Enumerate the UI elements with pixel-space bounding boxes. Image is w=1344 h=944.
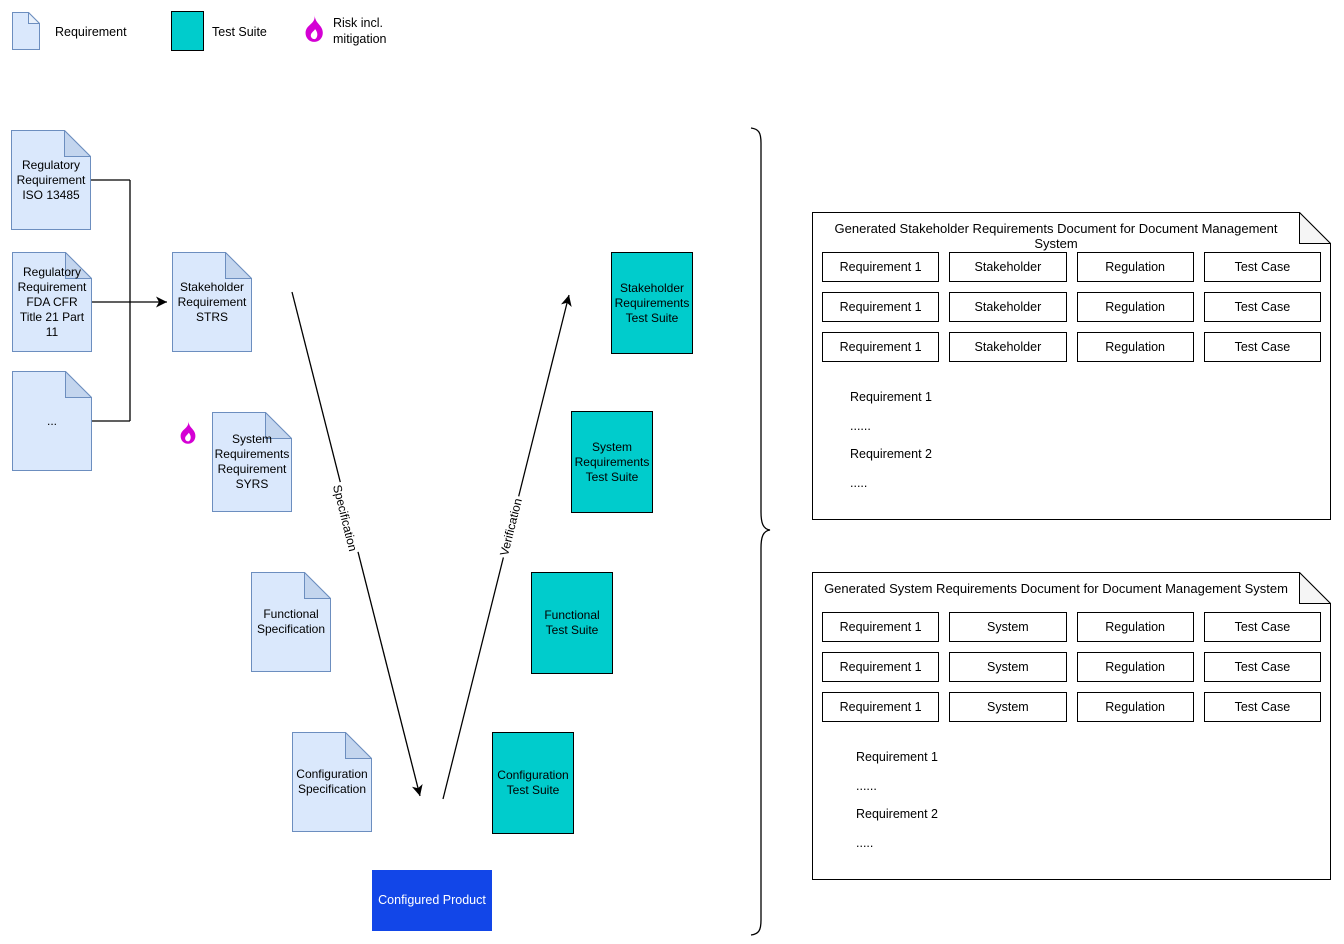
panel-note-shape [812,572,1331,880]
stakeholder-cell: Stakeholder [949,252,1067,282]
test-case-cell: Test Case [1203,292,1321,322]
body-line: ...... [850,419,871,433]
body-line: ...... [856,779,877,793]
requirement-cell: Requirement 1 [822,292,940,322]
table-row: Requirement 1 Stakeholder Regulation Tes… [822,252,1321,282]
node-regulatory-fda[interactable]: Regulatory Requirement FDA CFR Title 21 … [12,252,92,352]
node-functional-specification[interactable]: Functional Specification [251,572,331,672]
system-cell: System [949,612,1067,642]
regulation-cell: Regulation [1076,692,1194,722]
legend-risk-label: Risk incl. mitigation [333,16,387,46]
document-shape [212,412,292,512]
node-functional-test-suite[interactable]: Functional Test Suite [531,572,613,674]
stakeholder-cell: Stakeholder [949,332,1067,362]
document-shape [12,371,92,471]
test-suite-icon [171,11,204,51]
requirement-document-icon [12,12,40,50]
table-row: Requirement 1 Stakeholder Regulation Tes… [822,332,1321,362]
panel-note-shape [812,212,1331,520]
node-configuration-specification[interactable]: Configuration Specification [292,732,372,832]
requirement-cell: Requirement 1 [822,652,940,682]
table-row: Requirement 1 Stakeholder Regulation Tes… [822,292,1321,322]
document-shape [251,572,331,672]
requirement-cell: Requirement 1 [822,252,940,282]
body-line: ..... [856,836,874,850]
node-stakeholder-requirement-strs[interactable]: Stakeholder Requirement STRS [172,252,252,352]
table-row: Requirement 1 System Regulation Test Cas… [822,692,1321,722]
requirement-cell: Requirement 1 [822,612,940,642]
node-label: Stakeholder Requirements Test Suite [614,280,690,325]
specification-edge-label: Specification [329,481,361,555]
body-line: Requirement 1 [856,750,938,764]
syrs-risk-flame-icon[interactable] [175,420,199,448]
node-label: Functional Test Suite [544,608,600,637]
node-label: Configuration Specification [296,767,368,796]
regulation-cell: Regulation [1076,332,1194,362]
node-configuration-test-suite[interactable]: Configuration Test Suite [492,732,574,834]
test-case-cell: Test Case [1203,692,1321,722]
node-label: Configured Product [378,892,486,907]
node-stakeholder-requirements-test-suite[interactable]: Stakeholder Requirements Test Suite [611,252,693,354]
system-cell: System [949,692,1067,722]
risk-flame-icon [305,14,323,42]
panel-title: Generated System Requirements Document f… [824,581,1288,596]
regulation-cell: Regulation [1076,652,1194,682]
test-case-cell: Test Case [1203,652,1321,682]
verification-edge-label: Verification [496,494,526,560]
regulation-cell: Regulation [1076,292,1194,322]
panel-title: Generated Stakeholder Requirements Docum… [834,221,1278,251]
system-cell: System [949,652,1067,682]
body-line: Requirement 2 [856,807,938,821]
stakeholder-cell: Stakeholder [949,292,1067,322]
node-label: Configuration Test Suite [497,768,569,797]
requirement-cell: Requirement 1 [822,692,940,722]
node-label: System Requirements Requirement SYRS [214,432,290,491]
test-case-cell: Test Case [1203,612,1321,642]
document-shape [172,252,252,352]
node-label: Regulatory Requirement FDA CFR Title 21 … [17,264,87,339]
body-line: Requirement 1 [850,390,932,404]
table-row: Requirement 1 System Regulation Test Cas… [822,652,1321,682]
node-label: Stakeholder Requirement STRS [177,279,247,324]
node-label: System Requirements Test Suite [574,439,650,484]
legend-requirement-label: Requirement [55,25,127,39]
test-case-cell: Test Case [1203,332,1321,362]
legend-test-suite-label: Test Suite [212,25,267,39]
node-regulatory-iso13485[interactable]: Regulatory Requirement ISO 13485 [11,130,91,230]
regulation-cell: Regulation [1076,252,1194,282]
requirement-cell: Requirement 1 [822,332,940,362]
regulation-cell: Regulation [1076,612,1194,642]
generated-stakeholder-requirements-panel[interactable]: Generated Stakeholder Requirements Docum… [812,212,1331,520]
table-row: Requirement 1 System Regulation Test Cas… [822,612,1321,642]
body-line: ..... [850,476,868,490]
document-shape [11,130,91,230]
node-label: ... [46,413,57,428]
document-shape [12,252,92,352]
regulatory-elbow-connector [91,179,131,422]
body-line: Requirement 2 [850,447,932,461]
node-label: Functional Specification [256,607,326,636]
generated-system-requirements-panel[interactable]: Generated System Requirements Document f… [812,572,1331,880]
test-case-cell: Test Case [1203,252,1321,282]
node-regulatory-more[interactable]: ... [12,371,92,471]
node-system-requirements-syrs[interactable]: System Requirements Requirement SYRS [212,412,292,512]
group-brace [750,127,771,936]
node-label: Regulatory Requirement ISO 13485 [16,157,86,202]
node-configured-product[interactable]: Configured Product [372,870,492,931]
document-shape [292,732,372,832]
node-system-requirements-test-suite[interactable]: System Requirements Test Suite [571,411,653,513]
